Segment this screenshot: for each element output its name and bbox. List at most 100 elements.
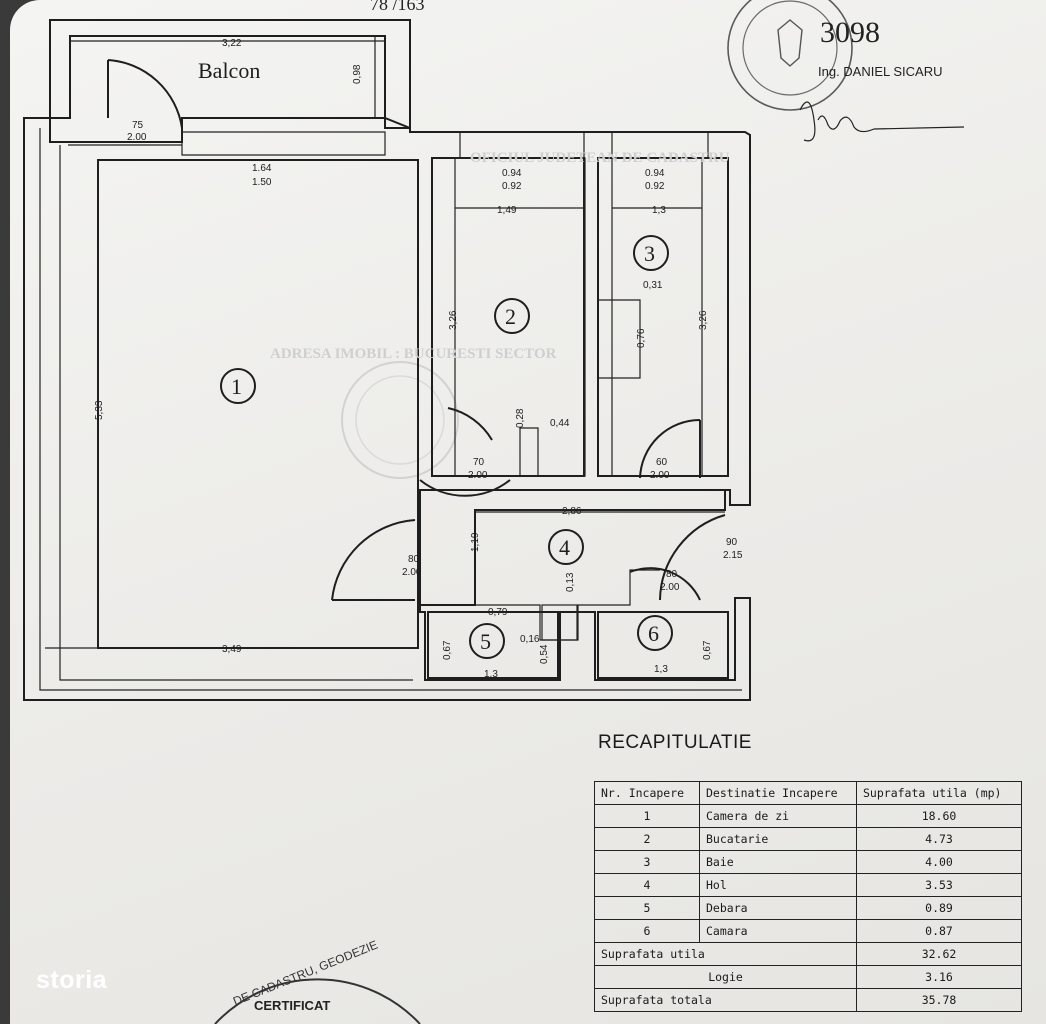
window-room1 (181, 131, 386, 156)
dim-door1-w: 80 (408, 554, 420, 565)
svg-text:3: 3 (644, 241, 655, 266)
door-arc-balcony (107, 59, 183, 129)
dim-window-room3-h: 0.92 (645, 181, 665, 192)
dim-door6-h: 2.00 (660, 582, 680, 593)
room-5-marker: 5 (469, 623, 505, 659)
door-arc-room3 (639, 419, 701, 479)
dim-door1-h: 2.00 (402, 567, 422, 578)
total-label: Suprafata totala (594, 988, 857, 1012)
stamp-engineer: Ing. DANIEL SICARU (818, 64, 943, 79)
dim-hall-depth: 1,19 (470, 532, 481, 552)
dim-room5-step: 0,16 (520, 634, 540, 645)
room-3-marker: 3 (633, 235, 669, 271)
dim-room1-width: 3,49 (222, 644, 242, 655)
total-row: Suprafata totala 35.78 (594, 988, 1022, 1012)
dim-door6-w: 80 (666, 569, 678, 580)
logie-row: Logie 3.16 (594, 965, 1022, 989)
dim-window-room2-w: 0.94 (502, 168, 522, 179)
dim-door3-h: 2.00 (650, 470, 670, 481)
dim-door3-w: 60 (656, 457, 668, 468)
door-arc-entry (659, 514, 726, 601)
svg-text:1: 1 (231, 374, 242, 399)
svg-text:OFICIUL JUDETEAN DE CADASTRU: OFICIUL JUDETEAN DE CADASTRU (470, 150, 730, 166)
dim-door2-h: 2.00 (468, 470, 488, 481)
bottom-stamp-label: CERTIFICAT (254, 998, 331, 1013)
recap-header-row: Nr. Incapere Destinatie Incapere Suprafa… (594, 781, 1022, 805)
stamp-number: 3098 (820, 16, 880, 49)
coat-of-arms-icon (777, 19, 803, 67)
svg-text:4: 4 (559, 535, 570, 560)
door-arc-room1 (331, 519, 416, 601)
signature-scribble (799, 101, 965, 142)
faded-stamp (341, 361, 459, 479)
dim-hall-width: 2,86 (562, 506, 582, 517)
util-row: Suprafata utila 32.62 (594, 942, 1022, 966)
svg-text:2: 2 (505, 304, 516, 329)
table-row: 4 Hol 3.53 (594, 873, 1022, 897)
dim-niche-a: 0,31 (643, 280, 663, 291)
logie-value: 3.16 (856, 965, 1022, 989)
dim-entry-w: 90 (726, 537, 738, 548)
dim-window-room2-h: 0.92 (502, 181, 522, 192)
room-1-outline (97, 159, 419, 649)
dim-window-room1-h: 1.50 (252, 177, 272, 188)
dim-room2-width: 1,49 (497, 205, 517, 216)
dim-room2-depth: 3,26 (448, 310, 459, 330)
storia-logo: storia (36, 966, 108, 994)
dim-window-room1-w: 1.64 (252, 163, 272, 174)
svg-text:5: 5 (480, 629, 491, 654)
balcony-wall (49, 19, 411, 129)
dim-room6-depth: 0,67 (702, 640, 713, 660)
dim-room1-depth: 5,33 (94, 400, 105, 420)
svg-text:ADRESA IMOBIL : BUCURESTI SECT: ADRESA IMOBIL : BUCURESTI SECTOR (270, 346, 557, 362)
table-row: 5 Debara 0.89 (594, 896, 1022, 920)
dim-window-room3-w: 0.94 (645, 168, 665, 179)
table-row: 1 Camera de zi 18.60 (594, 804, 1022, 828)
dim-door-balcony-h: 2.00 (127, 132, 147, 143)
logie-label: Logie (594, 965, 857, 989)
recap-title: RECAPITULATIE (598, 732, 752, 753)
dim-niche-c: 0,28 (515, 408, 526, 428)
hall-outline (419, 490, 726, 606)
dim-niche-b: 0,76 (636, 328, 647, 348)
dim-balcony-width: 3,22 (222, 38, 242, 49)
header-ref: 78 /163 (370, 0, 425, 14)
room-1-marker: 1 (220, 368, 256, 404)
svg-text:6: 6 (648, 621, 659, 646)
dim-room3-depth: 3,26 (698, 310, 709, 330)
official-stamp (727, 0, 853, 111)
dim-hall-step: 0,13 (565, 572, 576, 592)
room-2-marker: 2 (494, 298, 530, 334)
door-arc-room2 (447, 407, 493, 441)
room-6-outline (597, 611, 729, 679)
table-row: 2 Bucatarie 4.73 (594, 827, 1022, 851)
table-row: 3 Baie 4.00 (594, 850, 1022, 874)
recap-table: Nr. Incapere Destinatie Incapere Suprafa… (594, 781, 1022, 1012)
certificate-stamp (214, 978, 421, 1024)
room-6-marker: 6 (637, 615, 673, 651)
niche (598, 299, 641, 379)
window-room2 (459, 131, 585, 159)
room-5-outline (427, 611, 559, 679)
col-nr: Nr. Incapere (594, 781, 700, 805)
dim-door-balcony-w: 75 (132, 120, 144, 131)
door-arc-room6 (629, 567, 701, 601)
step-block (541, 604, 578, 641)
dim-room3-width: 1,3 (652, 205, 666, 216)
dim-room5-width: 1,3 (484, 669, 498, 680)
dim-entry-h: 2.15 (723, 550, 743, 561)
util-label: Suprafata utila (594, 942, 857, 966)
col-dest: Destinatie Incapere (699, 781, 857, 805)
util-value: 32.62 (856, 942, 1022, 966)
dim-door2-w: 70 (473, 457, 485, 468)
balcony-label: Balcon (198, 58, 260, 83)
col-area: Suprafata utila (mp) (856, 781, 1022, 805)
dim-room5-side: 0,54 (539, 644, 550, 664)
window-room3 (611, 131, 709, 159)
total-value: 35.78 (856, 988, 1022, 1012)
room-4-marker: 4 (548, 529, 584, 565)
dim-room5-top: 0,79 (488, 607, 508, 618)
dim-balcony-depth: 0,98 (352, 64, 363, 84)
dim-niche-d: 0,44 (550, 418, 570, 429)
